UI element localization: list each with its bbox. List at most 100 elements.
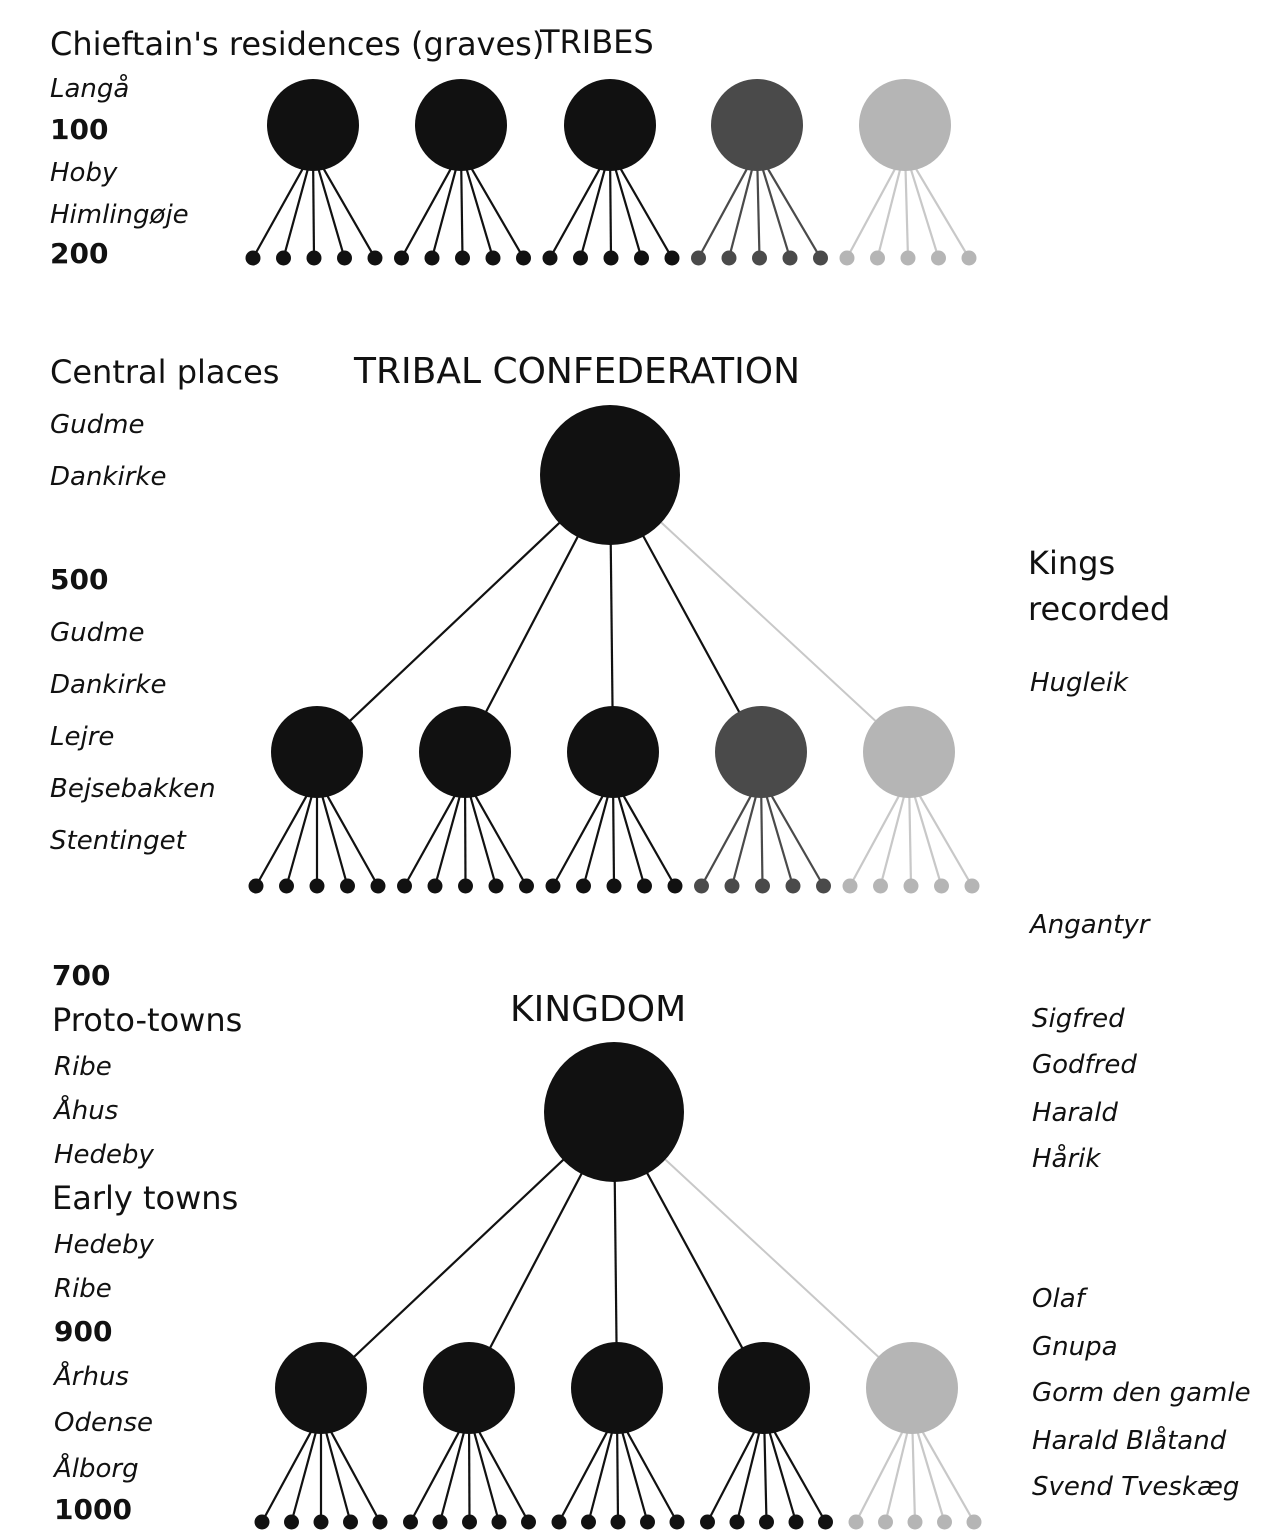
settlement-dot <box>667 878 683 894</box>
chieftain-node <box>571 1342 663 1434</box>
settlement-dot <box>782 250 798 266</box>
chieftain-node <box>715 706 807 798</box>
chieftain-node <box>423 1342 515 1434</box>
chieftain-node <box>275 1342 367 1434</box>
settlement-dot <box>343 1514 358 1530</box>
settlement-dot <box>729 1514 745 1530</box>
settlement-dot <box>759 1514 774 1530</box>
kings-recorded-header: Kings recorded <box>1028 544 1171 628</box>
tribes-item: Langå <box>50 74 130 104</box>
settlement-dot <box>279 878 294 894</box>
early-towns-header: Early towns <box>52 1179 239 1217</box>
town-name: Odense <box>54 1408 153 1438</box>
confederation-year: 500 <box>50 563 109 596</box>
town-name: Hedeby <box>54 1230 154 1260</box>
king-name: Angantyr <box>1030 910 1150 940</box>
chieftain-node <box>415 79 507 171</box>
chieftain-node <box>859 79 951 171</box>
settlement-dot <box>432 1514 448 1530</box>
settlement-dot <box>309 878 325 894</box>
town-name: Århus <box>54 1362 129 1392</box>
town-name: Ribe <box>54 1052 112 1082</box>
settlement-dot <box>907 1514 923 1530</box>
tribes-title: TRIBES <box>540 23 654 61</box>
confederation-left-header: Central places <box>50 353 280 391</box>
tribes-year: 100 <box>50 113 109 146</box>
settlement-dot <box>370 878 386 894</box>
king-name: Gnupa <box>1032 1332 1118 1362</box>
town-name: Hedeby <box>54 1140 154 1170</box>
settlement-dot <box>491 1514 507 1530</box>
settlement-dot <box>694 878 709 894</box>
confederation-center-node <box>540 405 680 545</box>
chieftain-node <box>271 706 363 798</box>
settlement-dot <box>394 250 409 266</box>
settlement-dot <box>964 878 980 894</box>
confederation-item: Gudme <box>50 410 145 440</box>
settlement-dot <box>637 878 652 894</box>
kingdom-year: 1000 <box>54 1493 132 1526</box>
king-name: Harald Blåtand <box>1032 1426 1227 1456</box>
settlement-dot <box>424 250 440 266</box>
chieftain-node <box>267 79 359 171</box>
settlement-dot <box>603 250 619 266</box>
settlement-dot <box>634 250 649 266</box>
settlement-dot <box>900 250 916 266</box>
chieftain-node <box>863 706 955 798</box>
settlement-dot <box>276 250 291 266</box>
proto-towns-header: Proto-towns <box>52 1001 243 1039</box>
settlement-dot <box>931 250 946 266</box>
settlement-dot <box>458 878 473 894</box>
chieftain-node <box>711 79 803 171</box>
settlement-dot <box>606 878 622 894</box>
settlement-dot <box>691 250 706 266</box>
settlement-dot <box>254 1514 270 1530</box>
settlement-dot <box>721 250 737 266</box>
settlement-dot <box>848 1514 864 1530</box>
settlement-dot <box>403 1514 418 1530</box>
settlement-dot <box>462 1514 477 1530</box>
town-name: Åhus <box>54 1096 119 1126</box>
king-name: Gorm den gamle <box>1032 1378 1251 1408</box>
settlement-dot <box>248 878 264 894</box>
settlement-dot <box>788 1514 804 1530</box>
settlement-dot <box>640 1514 655 1530</box>
settlement-dot <box>545 878 561 894</box>
settlement-dot <box>842 878 858 894</box>
settlement-dot <box>870 250 885 266</box>
settlement-dot <box>937 1514 952 1530</box>
tribes-left-header: Chieftain's residences (graves) <box>50 25 545 63</box>
settlement-dot <box>337 250 352 266</box>
settlement-dot <box>664 250 680 266</box>
confederation-item: Bejsebakken <box>50 774 216 804</box>
settlement-dot <box>427 878 443 894</box>
confederation-item: Dankirke <box>50 670 167 700</box>
settlement-dot <box>785 878 801 894</box>
confederation-item: Stentinget <box>50 826 186 856</box>
settlement-dot <box>839 250 855 266</box>
settlement-dot <box>903 878 919 894</box>
settlement-dot <box>816 878 831 894</box>
settlement-dot <box>542 250 558 266</box>
settlement-dot <box>818 1514 833 1530</box>
chieftain-node <box>564 79 656 171</box>
confederation-item: Gudme <box>50 618 145 648</box>
settlement-dot <box>961 250 977 266</box>
settlement-dot <box>284 1514 299 1530</box>
king-name: Olaf <box>1032 1284 1085 1314</box>
settlement-dot <box>576 878 591 894</box>
settlement-dot <box>724 878 740 894</box>
settlement-dot <box>573 250 588 266</box>
settlement-dot <box>455 250 470 266</box>
settlement-dot <box>966 1514 982 1530</box>
town-name: Ålborg <box>54 1454 139 1484</box>
settlement-dot <box>313 1514 329 1530</box>
settlement-dot <box>669 1514 685 1530</box>
king-name: Harald <box>1032 1098 1118 1128</box>
settlement-dot <box>873 878 888 894</box>
settlement-dot <box>752 250 767 266</box>
chieftain-node <box>567 706 659 798</box>
king-name: Sigfred <box>1032 1004 1125 1034</box>
